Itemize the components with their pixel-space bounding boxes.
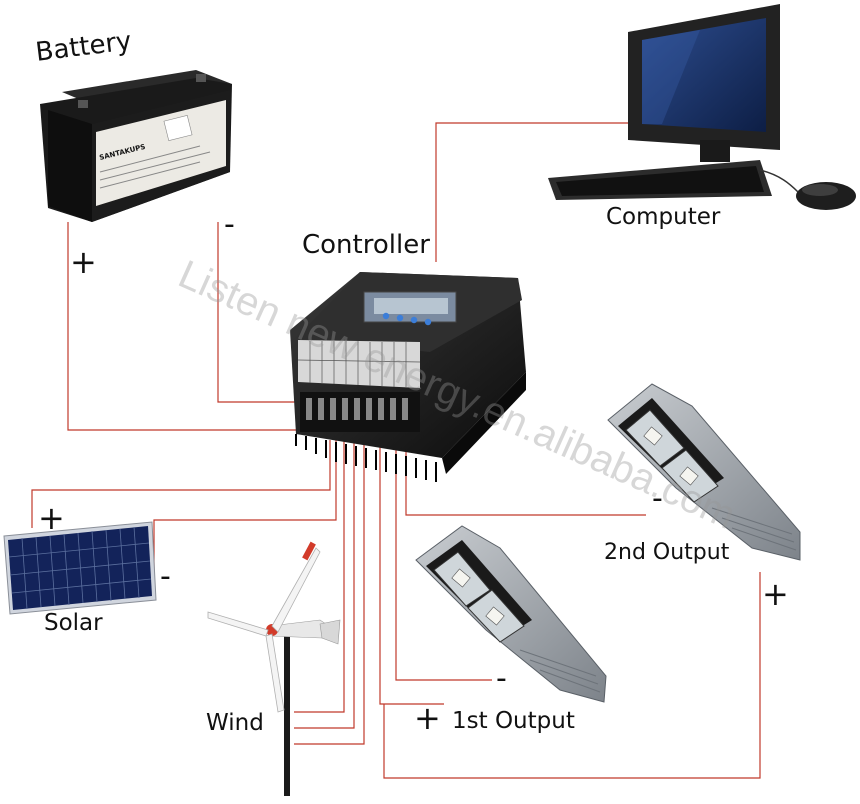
battery: SANTAKUPS [40,70,232,222]
lamp-2 [608,384,800,560]
wind-turbine [208,542,340,796]
output2-plus-sign: + [762,578,789,610]
output2-label: 2nd Output [604,540,729,565]
solar-plus-sign: + [38,502,65,534]
controller [290,272,526,482]
battery-plus-sign: + [70,246,97,278]
lamp-1 [416,526,606,702]
wire-battery-plus [68,222,302,430]
wind-label: Wind [206,710,264,736]
output1-plus-sign: + [414,702,441,734]
solar-label: Solar [44,610,103,636]
solar-panel [4,522,156,614]
computer-label: Computer [606,204,720,230]
output1-label: 1st Output [452,708,575,734]
computer [548,4,856,210]
output2-minus-sign: - [652,484,663,514]
battery-minus-sign: - [224,210,235,240]
controller-label: Controller [302,230,430,260]
output1-minus-sign: - [496,664,507,694]
solar-minus-sign: - [160,562,171,592]
wire-solar-plus [32,440,330,528]
